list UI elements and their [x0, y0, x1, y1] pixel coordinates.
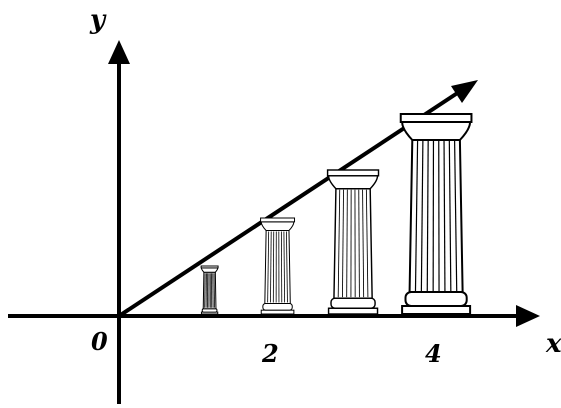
- column-capital: [261, 222, 294, 231]
- column-capital: [402, 122, 470, 140]
- column-abacus: [201, 266, 218, 268]
- column-plinth: [261, 310, 294, 314]
- columns-group: [201, 114, 471, 314]
- column-capital: [201, 268, 217, 272]
- y-axis-arrowhead: [108, 40, 130, 64]
- column-base: [406, 292, 467, 306]
- column-base: [202, 309, 217, 312]
- tick-label-4: 4: [425, 339, 442, 368]
- column: [401, 114, 472, 314]
- column-base: [331, 298, 375, 308]
- origin-label: 0: [91, 327, 108, 356]
- ray-arrowhead: [451, 80, 478, 103]
- x-axis-label: x: [545, 329, 561, 359]
- column: [201, 266, 218, 314]
- column-base: [263, 303, 292, 310]
- column-abacus: [261, 218, 295, 222]
- y-axis-label: y: [89, 5, 107, 35]
- x-axis-arrowhead: [516, 305, 540, 327]
- column-abacus: [401, 114, 472, 122]
- column-capital: [329, 176, 378, 189]
- column-abacus: [328, 170, 379, 176]
- column: [261, 218, 295, 314]
- column: [328, 170, 379, 314]
- tick-label-2: 2: [261, 339, 279, 368]
- column-plinth: [402, 306, 470, 314]
- column-plinth: [329, 308, 378, 314]
- column-flute: [214, 273, 215, 307]
- column-flute: [205, 273, 206, 307]
